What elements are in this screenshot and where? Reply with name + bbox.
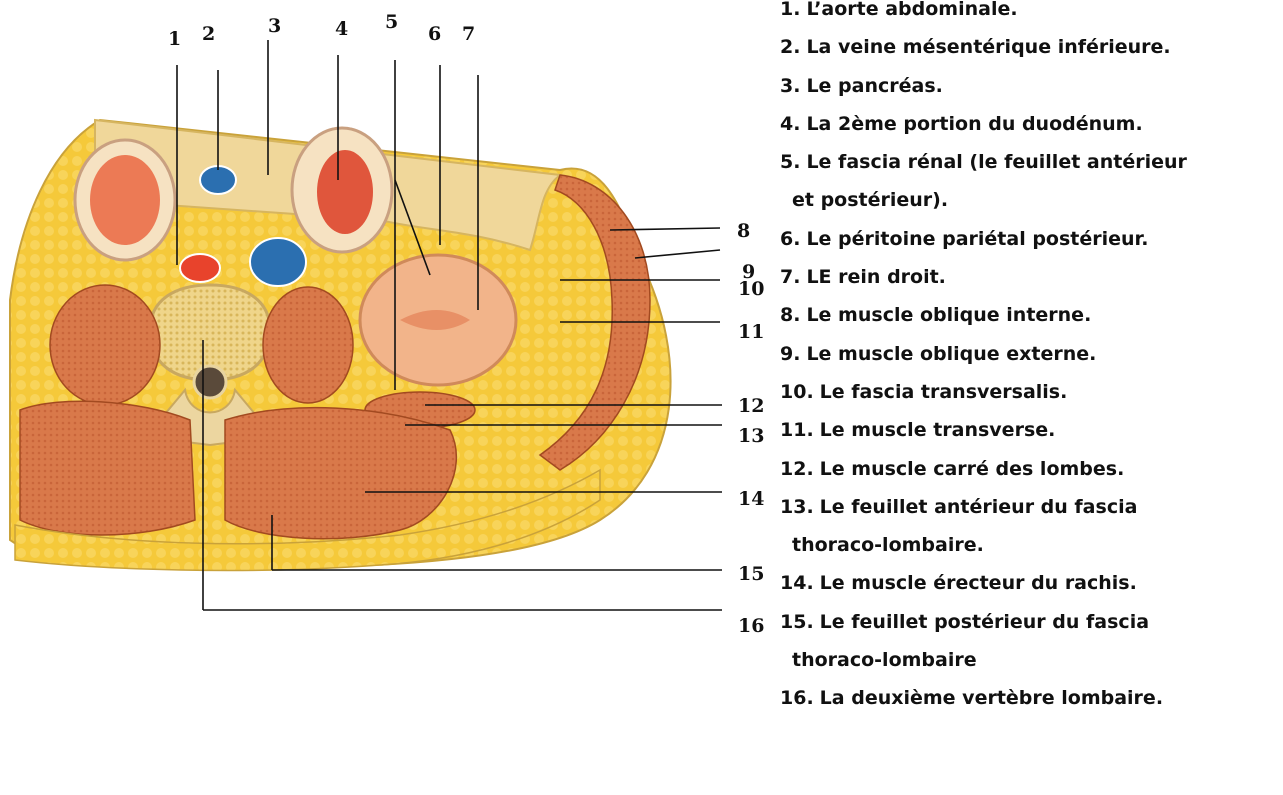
psoas-right (263, 287, 353, 403)
legend-item-1: 1.L’aorte abdominale. (780, 0, 1280, 28)
legend-list: 1.L’aorte abdominale. 2.La veine mésenté… (780, 0, 1280, 718)
legend-item-9: 9.Le muscle oblique externe. (780, 335, 1280, 373)
mesenteric-vein-shape (200, 166, 236, 194)
callout-12: 12 (738, 395, 764, 417)
legend-item-2: 2.La veine mésentérique inférieure. (780, 28, 1280, 66)
legend-item-6: 6.Le péritoine pariétal postérieur. (780, 220, 1280, 258)
legend-item-16: 16.La deuxième vertèbre lombaire. (780, 679, 1280, 717)
erector-right (225, 408, 456, 539)
callout-8: 8 (737, 220, 750, 242)
legend-item-13-cont: thoraco-lombaire. (780, 526, 1280, 564)
callout-15: 15 (738, 563, 764, 585)
legend-item-11: 11.Le muscle transverse. (780, 411, 1280, 449)
legend-item-10: 10.Le fascia transversalis. (780, 373, 1280, 411)
callout-5: 5 (385, 11, 398, 33)
callout-10: 10 (738, 278, 764, 300)
callout-6: 6 (428, 23, 441, 45)
callout-16: 16 (738, 615, 764, 637)
erector-left (20, 401, 195, 535)
legend-item-12: 12.Le muscle carré des lombes. (780, 450, 1280, 488)
legend-item-7: 7.LE rein droit. (780, 258, 1280, 296)
legend-item-8: 8.Le muscle oblique interne. (780, 296, 1280, 334)
legend-item-15: 15.Le feuillet postérieur du fascia (780, 603, 1280, 641)
legend-item-5-cont: et postérieur). (780, 181, 1280, 219)
legend-item-15-cont: thoraco-lombaire (780, 641, 1280, 679)
callout-1: 1 (168, 28, 181, 50)
aorta-shape (180, 254, 220, 282)
callout-4: 4 (335, 18, 348, 40)
callout-11: 11 (738, 321, 764, 343)
callout-2: 2 (202, 23, 215, 45)
callout-7: 7 (462, 23, 475, 45)
legend-item-14: 14.Le muscle érecteur du rachis. (780, 564, 1280, 602)
legend-item-13: 13.Le feuillet antérieur du fascia (780, 488, 1280, 526)
spinal-cord-shape (194, 366, 226, 398)
cross-section-illustration: 1 2 3 4 5 6 7 8 9 10 11 12 13 14 15 16 (0, 0, 780, 795)
legend-item-5: 5.Le fascia rénal (le feuillet antérieur (780, 143, 1280, 181)
vena-cava-shape (250, 238, 306, 286)
callout-3: 3 (268, 15, 281, 37)
legend-item-4: 4.La 2ème portion du duodénum. (780, 105, 1280, 143)
callout-13: 13 (738, 425, 764, 447)
callout-14: 14 (738, 488, 764, 510)
legend-item-3: 3.Le pancréas. (780, 67, 1280, 105)
psoas-left (50, 285, 160, 405)
